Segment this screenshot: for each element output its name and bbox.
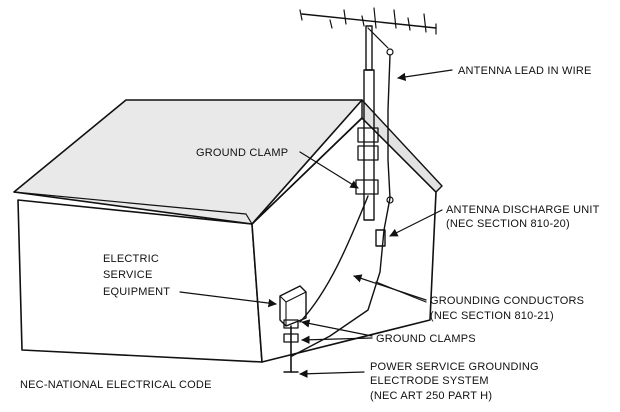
- mast-grounding-conductor: [299, 195, 369, 323]
- label-electrode-system: ELECTRODE SYSTEM: [370, 375, 489, 387]
- label-ground-clamps: GROUND CLAMPS: [376, 333, 476, 345]
- label-antenna-lead-in-wire: ANTENNA LEAD IN WIRE: [458, 65, 592, 77]
- label-grounding-conductors: GROUNDING CONDUCTORS: [430, 295, 584, 307]
- label-electric: ELECTRIC: [103, 253, 159, 265]
- label-nec-footnote: NEC-NATIONAL ELECTRICAL CODE: [20, 379, 212, 391]
- label-equipment: EQUIPMENT: [103, 286, 170, 298]
- label-antenna-discharge-unit: ANTENNA DISCHARGE UNIT: [446, 204, 600, 216]
- house-front-wall: [17, 199, 263, 363]
- antenna-mast: [355, 25, 379, 221]
- label-power-service-grounding: POWER SERVICE GROUNDING: [370, 361, 539, 373]
- house-gable-eave: [361, 99, 443, 193]
- antenna-discharge-unit: [375, 229, 386, 247]
- ground-clamps-electrode: [283, 319, 299, 373]
- lead-in-standoff: [386, 196, 394, 204]
- house-eave-line: [13, 191, 253, 225]
- label-power-service-nec: (NEC ART 250 PART H): [370, 390, 492, 402]
- antenna-icon: [299, 7, 437, 56]
- leader-lines: [179, 69, 453, 378]
- house-ridge-edge: [251, 117, 363, 225]
- label-ground-clamp: GROUND CLAMP: [196, 147, 288, 159]
- label-antenna-discharge-unit-nec: (NEC SECTION 810-20): [446, 218, 570, 230]
- electric-service-box: [279, 285, 307, 327]
- label-service: SERVICE: [103, 269, 153, 281]
- label-grounding-conductors-nec: (NEC SECTION 810-21): [430, 310, 554, 322]
- house: [13, 99, 443, 363]
